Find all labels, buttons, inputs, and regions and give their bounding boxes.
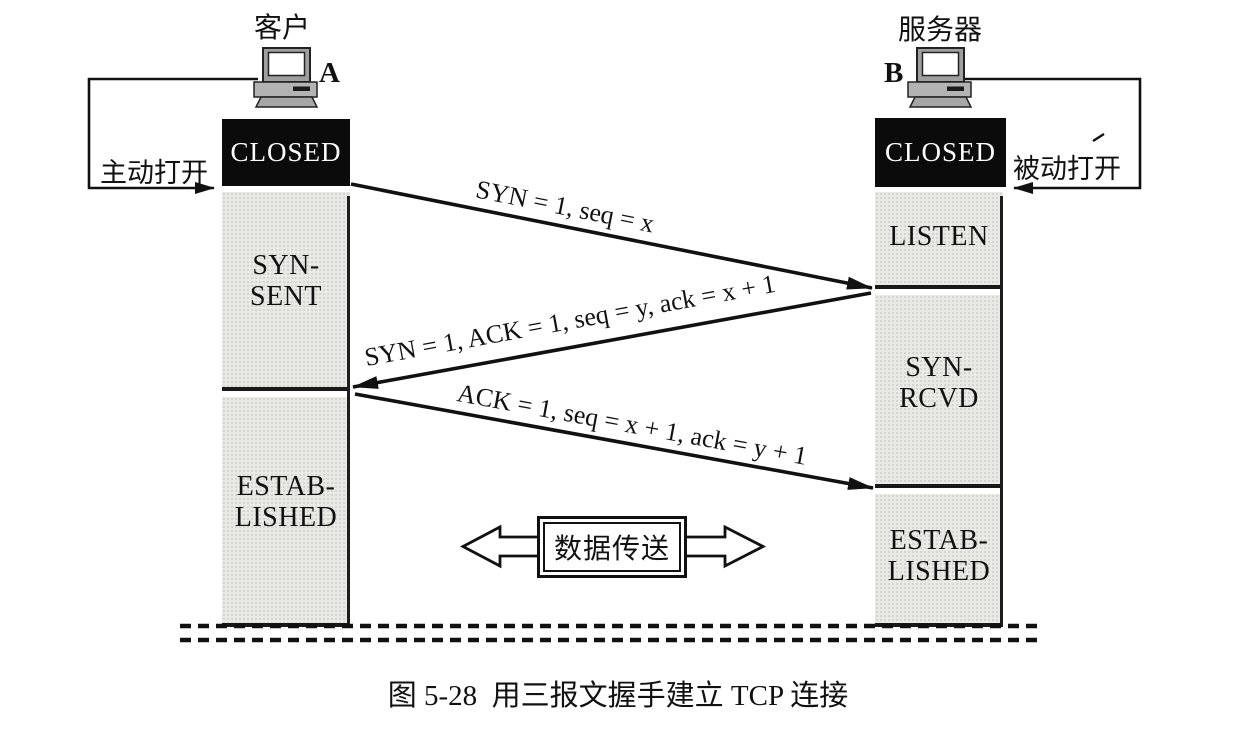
client-closed-state-box: CLOSED <box>222 119 350 186</box>
figure-caption: 图 5-28 用三报文握手建立 TCP 连接 <box>387 680 849 712</box>
client-established-label: ESTAB- LISHED <box>234 471 338 534</box>
data-transfer-right-arrow <box>683 524 767 569</box>
client-timeline-edge <box>347 196 350 627</box>
server-host-letter: B <box>884 57 904 89</box>
server-timeline-edge <box>1000 196 1003 627</box>
server-established-label: ESTAB- LISHED <box>887 525 991 588</box>
client-syn-sent-segment <box>222 192 350 391</box>
client-syn-sent-label: SYN- SENT <box>250 250 322 313</box>
server-closed-label: CLOSED <box>884 137 996 167</box>
server-syn-rcvd-segment <box>875 295 1003 488</box>
passive-open-connector <box>960 77 1142 194</box>
data-transfer-label: 数据传送 <box>543 522 681 572</box>
syn-ack-arrow <box>352 291 872 389</box>
client-host-letter: A <box>319 57 340 89</box>
passive-open-label: 被动打开 <box>1013 154 1121 184</box>
syn-arrow <box>350 182 873 290</box>
client-role-label: 客户 <box>253 13 310 44</box>
server-listen-segment <box>875 192 1003 289</box>
active-open-connector <box>87 77 258 194</box>
stray-ink-mark <box>1092 132 1105 143</box>
data-transfer-box: 数据传送 <box>537 516 687 578</box>
server-syn-rcvd-label: SYN- RCVD <box>899 352 979 415</box>
client-closed-label: CLOSED <box>230 137 342 167</box>
server-established-segment <box>875 494 1003 627</box>
ack-arrow <box>354 392 874 490</box>
server-computer-icon <box>907 47 972 108</box>
client-computer-icon <box>253 47 318 108</box>
server-listen-label: LISTEN <box>889 221 989 252</box>
active-open-label: 主动打开 <box>100 158 208 188</box>
server-closed-state-box: CLOSED <box>875 118 1006 187</box>
data-transfer-left-arrow <box>459 524 541 569</box>
client-established-segment <box>222 397 350 627</box>
server-role-label: 服务器 <box>897 15 982 46</box>
